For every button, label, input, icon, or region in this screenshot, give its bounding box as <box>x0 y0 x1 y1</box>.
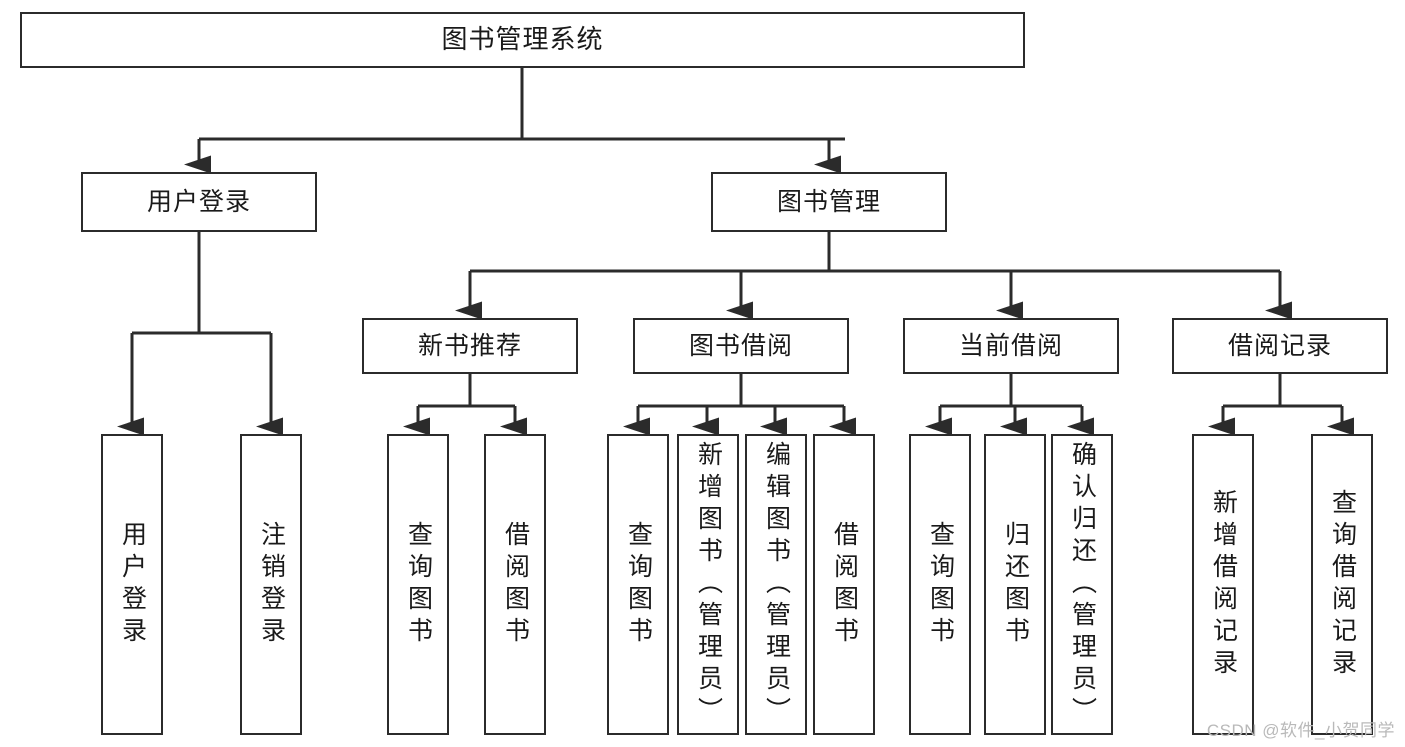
node-leaf-return-book-label: 归还图书 <box>1001 520 1030 649</box>
node-leaf-user-logout[interactable]: 注销登录 <box>240 434 302 735</box>
node-leaf-confirm-return-label: 确认归还（管理员） <box>1068 440 1097 729</box>
node-leaf-query-record-label: 查询借阅记录 <box>1328 488 1357 681</box>
node-new-book-rec-label: 新书推荐 <box>417 331 522 360</box>
node-leaf-add-record-label: 新增借阅记录 <box>1209 488 1238 681</box>
node-leaf-query-record[interactable]: 查询借阅记录 <box>1311 434 1373 735</box>
node-book-manage[interactable]: 图书管理 <box>711 172 947 232</box>
node-leaf-query-book-cur[interactable]: 查询图书 <box>909 434 971 735</box>
node-leaf-query-book-bor[interactable]: 查询图书 <box>607 434 669 735</box>
node-book-borrow[interactable]: 图书借阅 <box>633 318 849 374</box>
node-root-label: 图书管理系统 <box>441 24 604 55</box>
node-current-borrow-label: 当前借阅 <box>958 331 1063 360</box>
node-book-borrow-label: 图书借阅 <box>688 331 793 360</box>
node-leaf-add-book[interactable]: 新增图书（管理员） <box>677 434 739 735</box>
node-user-login-label: 用户登录 <box>146 187 251 216</box>
node-leaf-add-record[interactable]: 新增借阅记录 <box>1192 434 1254 735</box>
node-borrow-record-label: 借阅记录 <box>1227 331 1332 360</box>
node-leaf-borrow-book-rec-label: 借阅图书 <box>501 520 530 649</box>
node-borrow-record[interactable]: 借阅记录 <box>1172 318 1388 374</box>
node-leaf-query-book-rec[interactable]: 查询图书 <box>387 434 449 735</box>
node-leaf-borrow-book-bor[interactable]: 借阅图书 <box>813 434 875 735</box>
node-leaf-borrow-book-bor-label: 借阅图书 <box>830 520 859 649</box>
node-current-borrow[interactable]: 当前借阅 <box>903 318 1119 374</box>
node-leaf-user-logout-label: 注销登录 <box>257 520 286 649</box>
node-leaf-query-book-cur-label: 查询图书 <box>926 520 955 649</box>
node-leaf-edit-book[interactable]: 编辑图书（管理员） <box>745 434 807 735</box>
node-leaf-query-book-bor-label: 查询图书 <box>624 520 653 649</box>
node-new-book-rec[interactable]: 新书推荐 <box>362 318 578 374</box>
node-leaf-user-login-label: 用户登录 <box>118 520 147 649</box>
node-leaf-edit-book-label: 编辑图书（管理员） <box>762 440 791 729</box>
node-leaf-add-book-label: 新增图书（管理员） <box>694 440 723 729</box>
node-leaf-confirm-return[interactable]: 确认归还（管理员） <box>1051 434 1113 735</box>
node-leaf-borrow-book-rec[interactable]: 借阅图书 <box>484 434 546 735</box>
node-leaf-return-book[interactable]: 归还图书 <box>984 434 1046 735</box>
node-leaf-query-book-rec-label: 查询图书 <box>404 520 433 649</box>
node-user-login[interactable]: 用户登录 <box>81 172 317 232</box>
node-book-manage-label: 图书管理 <box>776 187 881 216</box>
node-leaf-user-login[interactable]: 用户登录 <box>101 434 163 735</box>
node-root[interactable]: 图书管理系统 <box>20 12 1025 68</box>
